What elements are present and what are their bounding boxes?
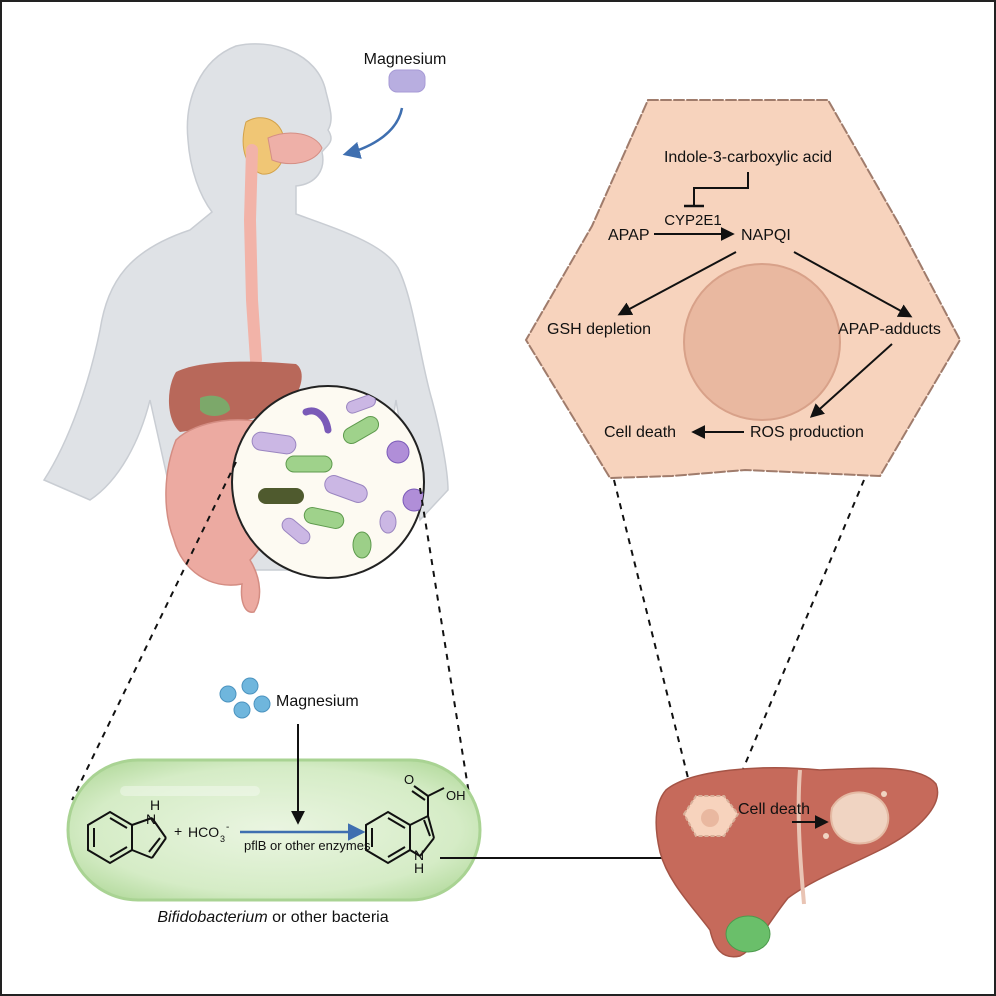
cell-death-label-liver: Cell death — [738, 801, 810, 818]
bacterium-rod — [251, 431, 297, 455]
bacteria-caption: Bifidobacterium or other bacteria — [157, 909, 388, 926]
bacterium-rod — [285, 455, 333, 473]
gsh-depletion-label: GSH depletion — [547, 321, 651, 338]
magnesium-label-top: Magnesium — [364, 51, 447, 68]
bacterium-coccus — [386, 440, 410, 464]
mouth-cavity — [267, 132, 323, 164]
indole3-carboxylic-acid-structure — [365, 785, 445, 865]
liver-illustration — [655, 767, 939, 958]
bacterium-rod — [342, 416, 380, 444]
esophagus — [243, 144, 262, 366]
inhibition-line-indole — [693, 172, 749, 206]
bacterium-oval — [352, 531, 372, 559]
nucleus — [683, 263, 841, 421]
bacterium-rod — [346, 394, 376, 414]
hco3-label: HCO — [188, 824, 219, 840]
hco3-superscript: - — [226, 822, 229, 833]
carboxyl-oh-label: OH — [446, 788, 466, 803]
napqi-label: NAPQI — [741, 227, 791, 244]
zoom-line-liver-left — [613, 479, 691, 787]
magnesium-intake-arrow — [342, 107, 404, 159]
bacterium-curved — [302, 407, 332, 434]
gut-microbiota-circle — [231, 385, 425, 579]
enzymes-label: pflB or other enzymes — [244, 838, 371, 853]
cyp2e1-label: CYP2E1 — [664, 212, 722, 229]
bacterium-coccus — [402, 488, 424, 512]
bacterium-rod — [281, 517, 311, 545]
necrotic-lesion — [830, 791, 890, 845]
cell-death-label-cell: Cell death — [604, 424, 676, 441]
gallbladder — [725, 915, 771, 953]
magnesium-label-bottom: Magnesium — [276, 693, 359, 710]
product-h-label: H — [414, 860, 424, 876]
product-n-label: N — [414, 847, 424, 863]
plus-sign: + — [174, 823, 182, 839]
ros-production-label: ROS production — [750, 424, 864, 441]
indole-n-label: N — [146, 811, 156, 827]
bacterium-capsule — [66, 758, 482, 902]
bacterium-rod — [303, 507, 345, 529]
indole3-label: Indole-3-carboxylic acid — [664, 149, 832, 166]
bacterium-rod-dark — [258, 488, 304, 504]
zoom-line-liver-right — [735, 479, 865, 787]
indole-structure — [87, 810, 167, 865]
apap-label: APAP — [608, 227, 650, 244]
bacterium-oval — [379, 510, 397, 534]
magnesium-ions-icon — [219, 677, 271, 719]
liver-organ — [168, 361, 302, 432]
zoom-line-left — [71, 461, 237, 801]
liver-ligament — [796, 769, 806, 905]
zoom-line-right — [419, 487, 471, 801]
carboxyl-o-label: O — [404, 772, 414, 787]
hco3-subscript: 3 — [220, 834, 225, 844]
apap-adducts-label: APAP-adducts — [838, 321, 941, 338]
magnesium-pill-icon — [388, 69, 426, 93]
adducts-to-ros-arrow — [809, 343, 893, 418]
liver-hepatocyte-nucleus — [701, 809, 719, 827]
bacterium-rod — [324, 475, 368, 503]
napqi-to-adducts-arrow — [793, 251, 913, 318]
stomach-organ — [200, 395, 230, 416]
napqi-to-gsh-arrow — [617, 251, 737, 316]
indole-h-label: H — [150, 797, 160, 813]
hepatocyte-cell — [524, 99, 962, 480]
